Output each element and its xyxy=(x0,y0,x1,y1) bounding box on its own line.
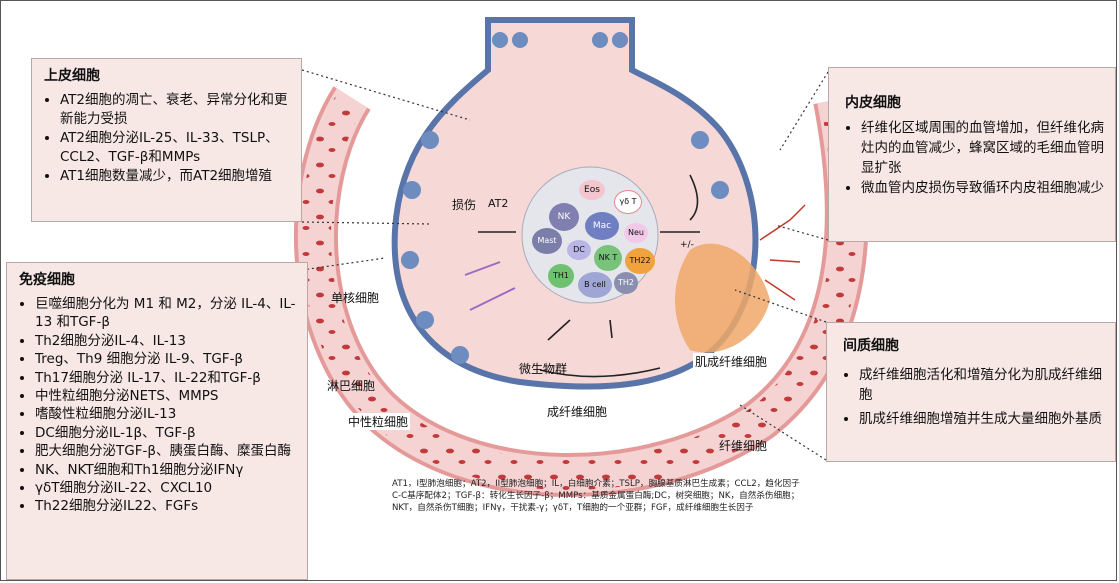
immune-title: 免疫细胞 xyxy=(19,272,75,288)
label-microbiota: 微生物群 xyxy=(519,362,568,376)
epithelial-list: AT2细胞的凋亡、衰老、异常分化和更新能力受损 AT2细胞分泌IL-25、IL-… xyxy=(44,91,291,186)
endothelial-title: 内皮细胞 xyxy=(845,95,901,111)
epithelial-box: 上皮细胞 AT2细胞的凋亡、衰老、异常分化和更新能力受损 AT2细胞分泌IL-2… xyxy=(31,58,302,222)
immune-box: 免疫细胞 巨噬细胞分化为 M1 和 M2，分泌 IL-4、IL-13 和TGF-… xyxy=(6,262,308,580)
endothelial-box: 内皮细胞 纤维化区域周围的血管增加，但纤维化病灶内的血管减少，蜂窝区域的毛细血管… xyxy=(828,67,1116,242)
list-item: 成纤维细胞活化和增殖分化为肌成纤维细胞 xyxy=(859,365,1105,405)
list-item: 纤维化区域周围的血管增加，但纤维化病灶内的血管减少，蜂窝区域的毛细血管明显扩张 xyxy=(861,118,1105,178)
epithelial-title: 上皮细胞 xyxy=(44,68,100,84)
list-item: Th22细胞分泌IL22、FGFs xyxy=(35,497,297,515)
label-injury: 损伤 xyxy=(452,198,477,212)
list-item: 肥大细胞分泌TGF-β、胰蛋白酶、糜蛋白酶 xyxy=(35,442,297,460)
list-item: AT2细胞的凋亡、衰老、异常分化和更新能力受损 xyxy=(60,91,291,129)
cell-mac: Mac xyxy=(585,212,619,240)
list-item: Th17细胞分泌 IL-17、IL-22和TGF-β xyxy=(35,369,297,387)
label-neutrophil: 中性粒细胞 xyxy=(346,413,411,430)
list-item: Treg、Th9 细胞分泌 IL-9、TGF-β xyxy=(35,350,297,368)
list-item: AT1细胞数量减少，而AT2细胞增殖 xyxy=(60,167,291,186)
list-item: γδT细胞分泌IL-22、CXCL10 xyxy=(35,479,297,497)
list-item: 巨噬细胞分化为 M1 和 M2，分泌 IL-4、IL-13 和TGF-β xyxy=(35,295,297,332)
immune-list: 巨噬细胞分化为 M1 和 M2，分泌 IL-4、IL-13 和TGF-β Th2… xyxy=(19,295,297,516)
cell-dc: DC xyxy=(567,240,591,260)
label-plus-minus: +/- xyxy=(680,240,694,250)
list-item: 中性粒细胞分泌NETS、MMPS xyxy=(35,387,297,405)
list-item: NK、NKT细胞和Th1细胞分泌IFNγ xyxy=(35,461,297,479)
list-item: AT2细胞分泌IL-25、IL-33、TSLP、CCL2、TGF-β和MMPs xyxy=(60,129,291,167)
list-item: 微血管内皮损伤导致循环内皮祖细胞减少 xyxy=(861,178,1105,198)
label-fibroblast: 纤维细胞 xyxy=(719,439,768,453)
cell-eos: Eos xyxy=(579,180,605,200)
cell-nk: NK xyxy=(549,203,579,231)
mesenchymal-title: 间质细胞 xyxy=(843,338,899,354)
mesenchymal-list: 成纤维细胞活化和增殖分化为肌成纤维细胞 肌成纤维细胞增殖并生成大量细胞外基质 xyxy=(843,365,1105,429)
label-fibroblast-precursor: 成纤维细胞 xyxy=(545,403,610,420)
list-item: Th2细胞分泌IL-4、IL-13 xyxy=(35,332,297,350)
label-myofibroblast: 肌成纤维细胞 xyxy=(693,353,770,370)
cell-th22: TH22 xyxy=(625,248,655,274)
cell-th2: TH2 xyxy=(614,272,638,294)
label-monocyte: 单核细胞 xyxy=(331,291,380,305)
label-lymphocyte: 淋巴细胞 xyxy=(327,379,376,393)
cell-th1: TH1 xyxy=(548,264,574,288)
cell-mast: Mast xyxy=(532,228,562,254)
cell-gdt: γδ T xyxy=(614,190,642,214)
endothelial-list: 纤维化区域周围的血管增加，但纤维化病灶内的血管减少，蜂窝区域的毛细血管明显扩张 … xyxy=(845,118,1105,198)
fibrotic-region xyxy=(675,243,770,353)
list-item: DC细胞分泌IL-1β、TGF-β xyxy=(35,424,297,442)
label-at2: AT2 xyxy=(488,197,509,210)
cell-bcell: B cell xyxy=(578,272,612,298)
cell-nkt: NK T xyxy=(594,245,622,271)
list-item: 肌成纤维细胞增殖并生成大量细胞外基质 xyxy=(859,409,1105,429)
list-item: 嗜酸性粒细胞分泌IL-13 xyxy=(35,405,297,423)
cell-neu: Neu xyxy=(624,223,648,243)
mesenchymal-box: 间质细胞 成纤维细胞活化和增殖分化为肌成纤维细胞 肌成纤维细胞增殖并生成大量细胞… xyxy=(826,322,1116,462)
abbreviation-footnote: AT1，I型肺泡细胞；AT2，II型肺泡细胞；IL，白细胞介素；TSLP，胸腺基… xyxy=(392,479,800,513)
